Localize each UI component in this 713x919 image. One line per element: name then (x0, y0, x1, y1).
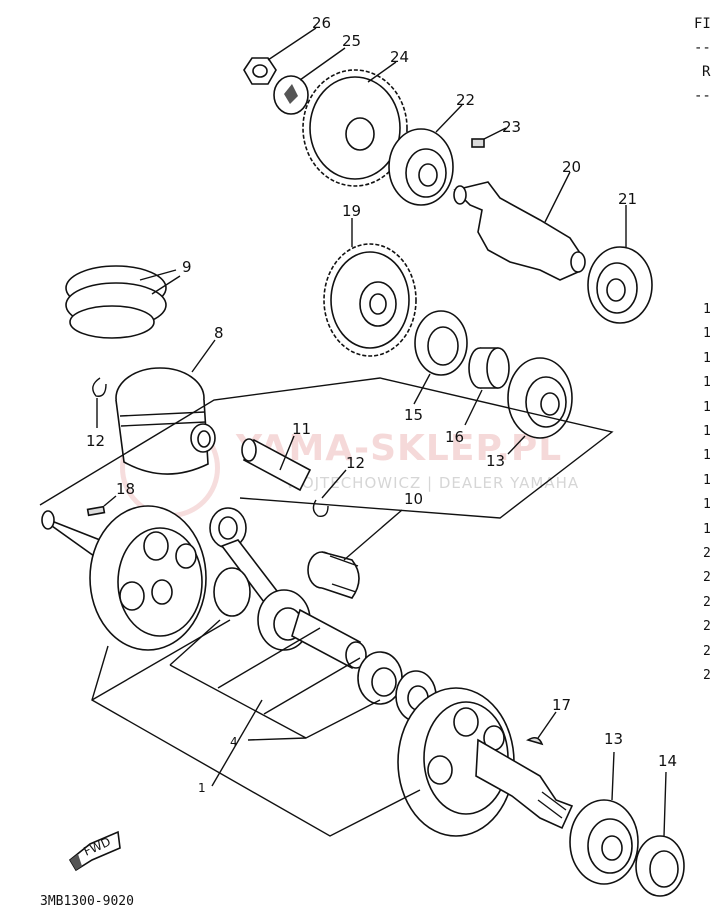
col-digit: 1 (703, 399, 711, 415)
part-piston-pin-11 (241, 438, 312, 492)
part-crank-right (397, 687, 574, 837)
leader-8 (191, 339, 216, 373)
part-crank-left (41, 505, 207, 651)
assembly-group-lines (91, 619, 421, 837)
col-digit: 1 (703, 472, 711, 488)
part-bearing-13a (507, 357, 573, 439)
part-needle-bearing-10 (307, 551, 360, 599)
callout-13-upper: 13 (486, 452, 505, 470)
col-digit: 1 (703, 424, 711, 440)
leader-11 (279, 435, 295, 471)
callout-14: 14 (658, 752, 677, 770)
callout-12-left: 12 (86, 432, 105, 450)
leader-24 (367, 61, 397, 83)
leader-16 (464, 389, 483, 426)
col-digit: 1 (703, 521, 711, 537)
part-gear-19 (323, 243, 417, 357)
col-digit: 2 (703, 643, 711, 659)
edge-text-1: FI (694, 16, 711, 32)
part-bearing-22 (388, 128, 454, 206)
callout-17: 17 (552, 696, 571, 714)
edge-text-3: R (702, 64, 711, 80)
col-digit: 2 (703, 619, 711, 635)
part-key-17 (526, 736, 544, 746)
callout-23: 23 (502, 118, 521, 136)
part-bearing-15 (414, 310, 468, 376)
fwd-arrow-icon (68, 830, 121, 872)
col-digit: 2 (703, 668, 711, 684)
callout-13-lower: 13 (604, 730, 623, 748)
part-bigend-bearing (357, 651, 437, 722)
leader-14 (663, 771, 667, 837)
part-circlip-12b (312, 499, 329, 517)
watermark-subtitle: WOJTECHOWICZ | DEALER YAMAHA (286, 474, 580, 492)
leader-15 (413, 373, 431, 405)
part-pin-18 (86, 505, 106, 517)
col-digit: 2 (703, 546, 711, 562)
part-balancer-20 (453, 181, 586, 281)
leader-26 (267, 27, 317, 61)
callout-12-right: 12 (346, 454, 365, 472)
callout-24: 24 (390, 48, 409, 66)
part-piston-rings-9 (65, 265, 167, 339)
leader-9b (151, 275, 181, 295)
assembly-outline-upper (39, 377, 614, 519)
col-digit: 1 (703, 448, 711, 464)
part-piston-8 (115, 367, 216, 475)
drawing-code: 3MB1300-9020 (40, 894, 134, 909)
col-digit: 1 (703, 350, 711, 366)
leader-13b (611, 751, 615, 801)
leader-23 (483, 127, 507, 140)
part-collar-16 (468, 347, 510, 389)
col-digit: 1 (703, 326, 711, 342)
col-digit: 1 (703, 497, 711, 513)
callout-26: 26 (312, 14, 331, 32)
edge-text-4: -- (694, 88, 711, 104)
part-nut-26 (243, 57, 277, 85)
leader-10 (343, 509, 403, 561)
callout-4: 4 (230, 735, 238, 749)
col-digit: 1 (703, 302, 711, 317)
callout-8: 8 (214, 324, 224, 342)
leader-18 (103, 495, 117, 507)
leader-12b (321, 469, 347, 499)
leader-9a (139, 269, 177, 281)
part-gear-24 (302, 69, 408, 187)
right-column-numbers: 1 1 1 1 1 1 1 1 1 1 2 2 2 2 2 2 (703, 298, 713, 689)
callout-19: 19 (342, 202, 361, 220)
col-digit: 2 (703, 594, 711, 610)
leader-22 (435, 104, 463, 133)
leader-13a (507, 435, 526, 455)
callout-15: 15 (404, 406, 423, 424)
col-digit: 2 (703, 570, 711, 586)
callout-18: 18 (116, 480, 135, 498)
callout-1: 1 (198, 781, 206, 795)
callout-20: 20 (562, 158, 581, 176)
part-bearing-21 (587, 246, 653, 324)
col-digit: 1 (703, 375, 711, 391)
callout-10: 10 (404, 490, 423, 508)
callout-11: 11 (292, 420, 311, 438)
callout-16: 16 (445, 428, 464, 446)
callout-21: 21 (618, 190, 637, 208)
part-circlip-12a (92, 377, 107, 397)
callout-22: 22 (456, 91, 475, 109)
part-oil-seal-14 (635, 835, 685, 897)
part-washer-25 (273, 75, 309, 115)
callout-25: 25 (342, 32, 361, 50)
leader-17 (537, 711, 557, 739)
callout-9: 9 (182, 258, 192, 276)
leader-25 (299, 47, 346, 81)
part-key-23 (471, 138, 485, 148)
edge-text-2: -- (694, 40, 711, 56)
part-bearing-13b (569, 799, 639, 885)
leader-20 (544, 171, 571, 223)
part-crank-pin (291, 608, 367, 670)
